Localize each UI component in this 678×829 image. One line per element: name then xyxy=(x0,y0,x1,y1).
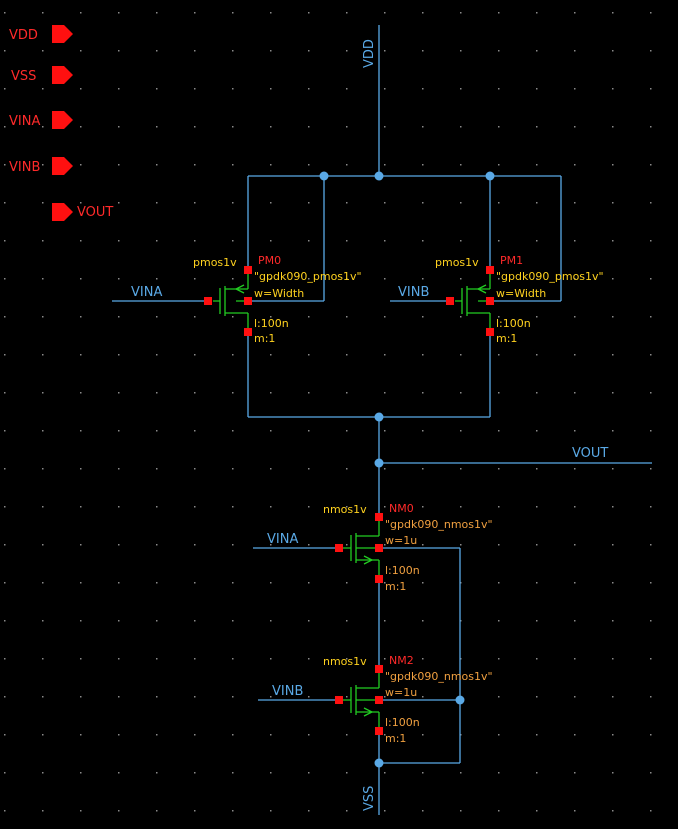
pm1-length-label: l:100n xyxy=(496,317,531,330)
pm0-instance-label: PM0 xyxy=(258,254,281,267)
pm1-arrow-icon xyxy=(476,284,487,294)
pm1-cell-label: pmos1v xyxy=(435,256,479,269)
junction xyxy=(455,695,465,705)
pin-vina[interactable]: VINA xyxy=(9,111,73,129)
net-label-vout: VOUT xyxy=(572,446,608,461)
pm1-instance-label: PM1 xyxy=(500,254,523,267)
pm1-model-label: "gpdk090_pmos1v" xyxy=(496,270,604,283)
net-label-vdd: VDD xyxy=(362,39,377,68)
pm0-body xyxy=(213,270,249,332)
nm0-model-label: "gpdk090_nmos1v" xyxy=(385,518,493,531)
pm0-source-pin xyxy=(244,266,252,274)
pm0-gate-pin xyxy=(204,297,212,305)
nm2-width-label: w=1u xyxy=(385,686,417,699)
pm1-mult-label: m:1 xyxy=(496,332,517,345)
nm0-length-label: l:100n xyxy=(385,564,420,577)
pin-vss-shape xyxy=(52,66,73,84)
transistor-nm0[interactable]: nmos1v NM0 "gpdk090_nmos1v" w=1u l:100n … xyxy=(323,502,493,593)
nm0-arrow-icon xyxy=(363,555,374,565)
pin-vout[interactable]: VOUT xyxy=(52,203,113,221)
pin-vss[interactable]: VSS xyxy=(11,66,73,84)
wires xyxy=(112,25,652,815)
pm0-length-label: l:100n xyxy=(254,317,289,330)
pm1-gate-pin xyxy=(446,297,454,305)
pin-vdd-shape xyxy=(52,25,73,43)
net-label-vina-pmos: VINA xyxy=(131,285,162,300)
junction xyxy=(374,458,384,468)
pin-vout-shape xyxy=(52,203,73,221)
net-label-vss: VSS xyxy=(362,786,377,811)
nm2-source-pin xyxy=(375,727,383,735)
transistor-pm1[interactable]: pmos1v PM1 "gpdk090_pmos1v" w=Width l:10… xyxy=(435,254,604,345)
junction xyxy=(485,171,495,181)
pm0-mult-label: m:1 xyxy=(254,332,275,345)
nm2-cell-label: nmos1v xyxy=(323,655,367,668)
nm0-drain-pin xyxy=(375,513,383,521)
pm0-drain-pin xyxy=(244,328,252,336)
nm2-length-label: l:100n xyxy=(385,716,420,729)
pm1-source-pin xyxy=(486,266,494,274)
nm2-gate-pin xyxy=(335,696,343,704)
pm1-bulk-pin xyxy=(486,297,494,305)
nm0-source-pin xyxy=(375,575,383,583)
pm1-drain-pin xyxy=(486,328,494,336)
nm2-arrow-icon xyxy=(363,707,374,717)
nm2-mult-label: m:1 xyxy=(385,732,406,745)
junction xyxy=(319,171,329,181)
nm2-body xyxy=(343,669,380,731)
nm0-width-label: w=1u xyxy=(385,534,417,547)
nm0-gate-pin xyxy=(335,544,343,552)
nm2-bulk-pin xyxy=(375,696,383,704)
pm0-bulk-pin xyxy=(244,297,252,305)
pm0-model-label: "gpdk090_pmos1v" xyxy=(254,270,362,283)
junction xyxy=(374,412,384,422)
nm0-mult-label: m:1 xyxy=(385,580,406,593)
pin-vinb-label: VINB xyxy=(9,160,40,175)
pin-vdd-label: VDD xyxy=(9,28,38,43)
nm2-drain-pin xyxy=(375,665,383,673)
pm0-cell-label: pmos1v xyxy=(193,256,237,269)
nm0-bulk-pin xyxy=(375,544,383,552)
nm2-instance-label: NM2 xyxy=(389,654,414,667)
nm0-body xyxy=(343,517,380,579)
transistor-pm0[interactable]: pmos1v PM0 "gpdk090_pmos1v" w=Width l:10… xyxy=(193,254,362,345)
junction xyxy=(374,171,384,181)
pin-vinb[interactable]: VINB xyxy=(9,157,73,175)
pin-vina-label: VINA xyxy=(9,114,40,129)
pin-vss-label: VSS xyxy=(11,69,36,84)
net-label-vinb-pmos: VINB xyxy=(398,285,429,300)
pin-vinb-shape xyxy=(52,157,73,175)
pin-vdd[interactable]: VDD xyxy=(9,25,73,43)
nm0-instance-label: NM0 xyxy=(389,502,414,515)
pin-vout-label: VOUT xyxy=(77,205,113,220)
pm0-arrow-icon xyxy=(234,284,245,294)
nm0-cell-label: nmos1v xyxy=(323,503,367,516)
net-label-vinb-nmos: VINB xyxy=(272,684,303,699)
junctions xyxy=(319,171,495,768)
grid-dots xyxy=(4,12,652,812)
pm0-width-label: w=Width xyxy=(254,287,304,300)
transistor-nm2[interactable]: nmos1v NM2 "gpdk090_nmos1v" w=1u l:100n … xyxy=(323,654,493,745)
nm2-model-label: "gpdk090_nmos1v" xyxy=(385,670,493,683)
pm1-width-label: w=Width xyxy=(496,287,546,300)
net-label-vina-nmos: VINA xyxy=(267,532,298,547)
pin-vina-shape xyxy=(52,111,73,129)
junction xyxy=(374,758,384,768)
